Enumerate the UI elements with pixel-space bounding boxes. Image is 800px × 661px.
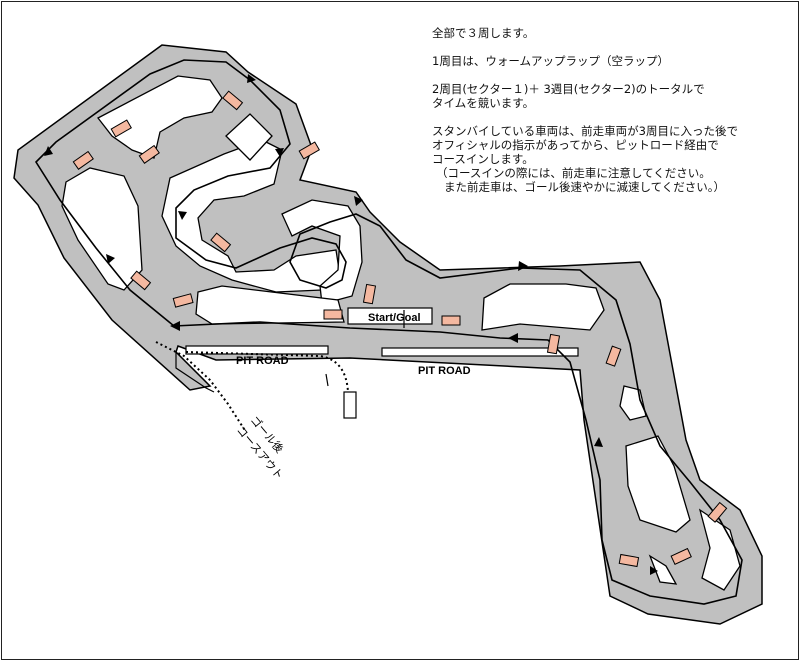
instruction-line: コースインします。 bbox=[432, 152, 534, 166]
corner-marker bbox=[130, 270, 152, 291]
corner-marker bbox=[362, 283, 377, 305]
infield-hairpin bbox=[161, 139, 341, 293]
instruction-line: スタンバイしている車両は、前走車両が3周目に入った後で bbox=[432, 124, 738, 138]
instruction-line: （コースインの際には、前走車に注意してください。 bbox=[436, 166, 711, 180]
instruction-line: オフィシャルの指示があってから、ピットロード経由で bbox=[432, 138, 719, 152]
corner-marker bbox=[546, 333, 561, 355]
pit-entry-mark bbox=[325, 373, 329, 387]
corner-marker bbox=[110, 119, 132, 138]
arrow-5 bbox=[275, 148, 284, 157]
arrow-7 bbox=[354, 196, 363, 206]
instruction-line: 2周目(セクター１)＋ 3週目(セクター2)のトータルで bbox=[432, 82, 705, 96]
racing-line bbox=[34, 59, 743, 605]
instruction-line: また前走車は、ゴール後速やかに減速してください。） bbox=[444, 180, 726, 194]
infield-right-inner bbox=[625, 435, 691, 533]
arrow-9 bbox=[650, 566, 658, 575]
pit-wall-right bbox=[381, 347, 579, 357]
instruction-line: 1周目は、ウォームアップラップ（空ラップ） bbox=[432, 54, 669, 68]
corner-marker bbox=[138, 144, 160, 164]
pit-lanes bbox=[185, 307, 579, 357]
paddock-box bbox=[225, 113, 273, 161]
infield-right-loop bbox=[481, 283, 605, 331]
standby-box bbox=[343, 391, 357, 419]
arrow-2 bbox=[106, 254, 115, 264]
corner-marker bbox=[210, 232, 232, 253]
arrow-4 bbox=[247, 74, 256, 83]
corner-markers bbox=[72, 90, 728, 568]
infield-areas bbox=[61, 75, 741, 591]
infield-small-island bbox=[648, 554, 678, 585]
arrow-6 bbox=[178, 211, 187, 220]
start-goal-label: Start/Goal bbox=[368, 312, 421, 324]
corner-marker bbox=[172, 293, 194, 308]
corner-marker bbox=[670, 547, 692, 565]
instruction-line: タイムを競います。 bbox=[432, 96, 535, 110]
race-instructions: 全部で３周します。 1周目は、ウォームアップラップ（空ラップ） 2周目(セクター… bbox=[432, 26, 792, 194]
infield-hairpin-tip bbox=[698, 508, 741, 591]
arrow-3 bbox=[44, 146, 53, 156]
corner-marker bbox=[72, 150, 94, 170]
arrow-1 bbox=[170, 321, 180, 331]
arrow-8 bbox=[518, 261, 528, 271]
corner-marker bbox=[323, 309, 343, 320]
corner-marker bbox=[707, 501, 728, 523]
corner-marker bbox=[618, 553, 640, 568]
direction-arrows bbox=[44, 74, 658, 575]
pit-exit-lane bbox=[175, 352, 215, 393]
pit-road-label-left: PIT ROAD bbox=[236, 355, 289, 367]
instruction-line: 全部で３周します。 bbox=[432, 26, 535, 40]
arrow-11 bbox=[508, 333, 518, 343]
start-goal-box bbox=[347, 307, 433, 325]
arrow-10 bbox=[594, 437, 603, 447]
corner-marker bbox=[222, 90, 244, 111]
infield-pit-building bbox=[195, 285, 345, 325]
corner-marker bbox=[441, 315, 461, 326]
infield-top bbox=[97, 75, 223, 159]
corner-marker bbox=[605, 345, 622, 367]
corner-marker bbox=[298, 141, 320, 160]
pit-road-label-right: PIT ROAD bbox=[418, 365, 471, 377]
exit-dotted-path bbox=[155, 341, 247, 433]
